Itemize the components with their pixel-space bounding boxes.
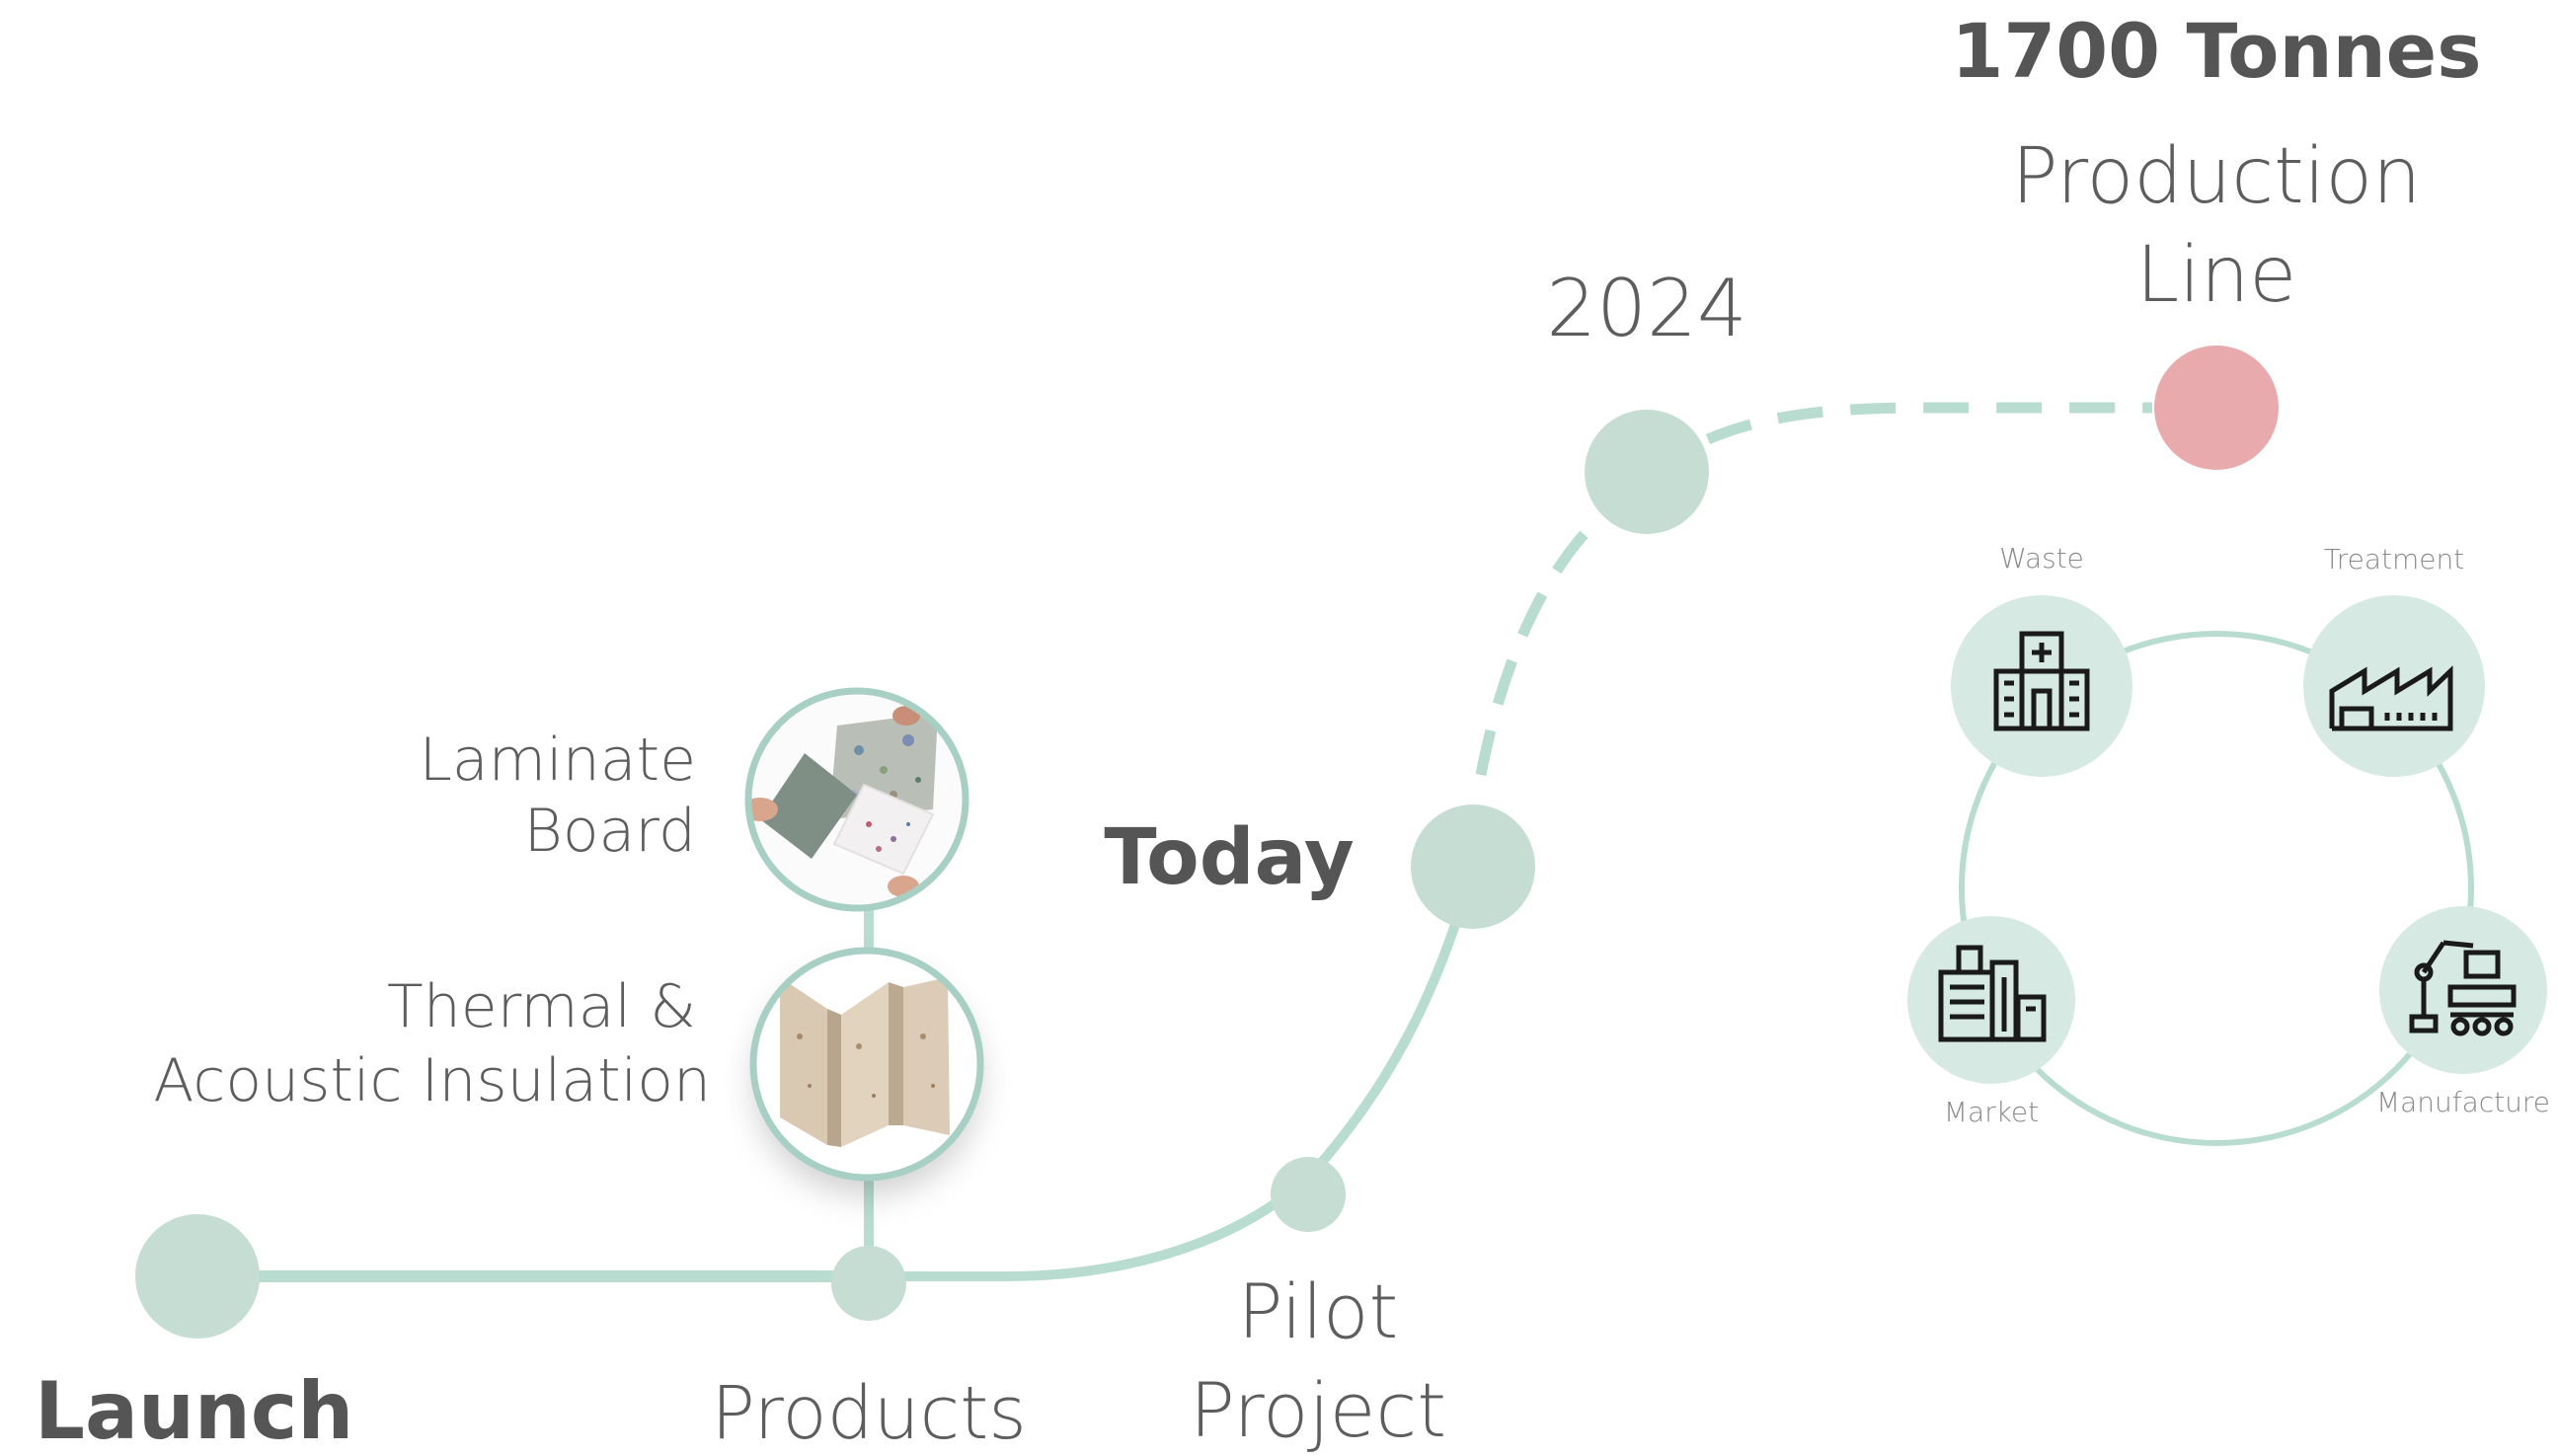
launch-label: Launch [35, 1365, 353, 1456]
today-label: Today [1104, 813, 1354, 902]
cycle-treatment-label: Treatment [2324, 543, 2464, 575]
cycle-ring [1959, 631, 2474, 1146]
cycle-market-label: Market [1944, 1096, 2039, 1128]
launch-node [135, 1214, 260, 1339]
timeline-dashed-2024-production [1705, 402, 2152, 445]
laminate-label-line1: Laminate [419, 726, 696, 795]
timeline-dashed-today-2024 [1475, 470, 1648, 777]
cycle-waste-label: Waste [1999, 542, 2084, 575]
cycle-manufacture-label: Manufacture [2376, 1086, 2550, 1118]
capacity-label: 1700 Tonnes [1952, 7, 2482, 95]
treatment-factory-icon [2303, 595, 2485, 777]
production-line-label-line2: Line [2136, 231, 2297, 320]
pilot-project-label-line2: Project [1190, 1366, 1446, 1454]
laminate-board-image [744, 687, 969, 912]
insulation-image [749, 947, 984, 1182]
products-node [831, 1246, 906, 1321]
manufacture-robot-arm-icon [2379, 906, 2547, 1074]
market-city-icon [1907, 916, 2075, 1084]
production-line-node [2154, 345, 2279, 470]
timeline-curve-products-today [869, 867, 1478, 1281]
cycle-diagram [1907, 595, 2547, 1146]
year-2024-node [1585, 410, 1709, 534]
products-label: Products [711, 1371, 1027, 1456]
insulation-label-line1: Thermal & [387, 972, 696, 1041]
pilot-node [1271, 1157, 1346, 1232]
insulation-label-line2: Acoustic Insulation [153, 1046, 711, 1115]
timeline [135, 345, 2279, 1339]
today-node [1411, 805, 1535, 929]
laminate-label-line2: Board [524, 797, 696, 866]
pilot-project-label-line1: Pilot [1238, 1267, 1399, 1355]
waste-hospital-icon [1951, 595, 2132, 777]
production-line-label-line1: Production [2012, 132, 2422, 221]
year-2024-label: 2024 [1546, 263, 1747, 354]
